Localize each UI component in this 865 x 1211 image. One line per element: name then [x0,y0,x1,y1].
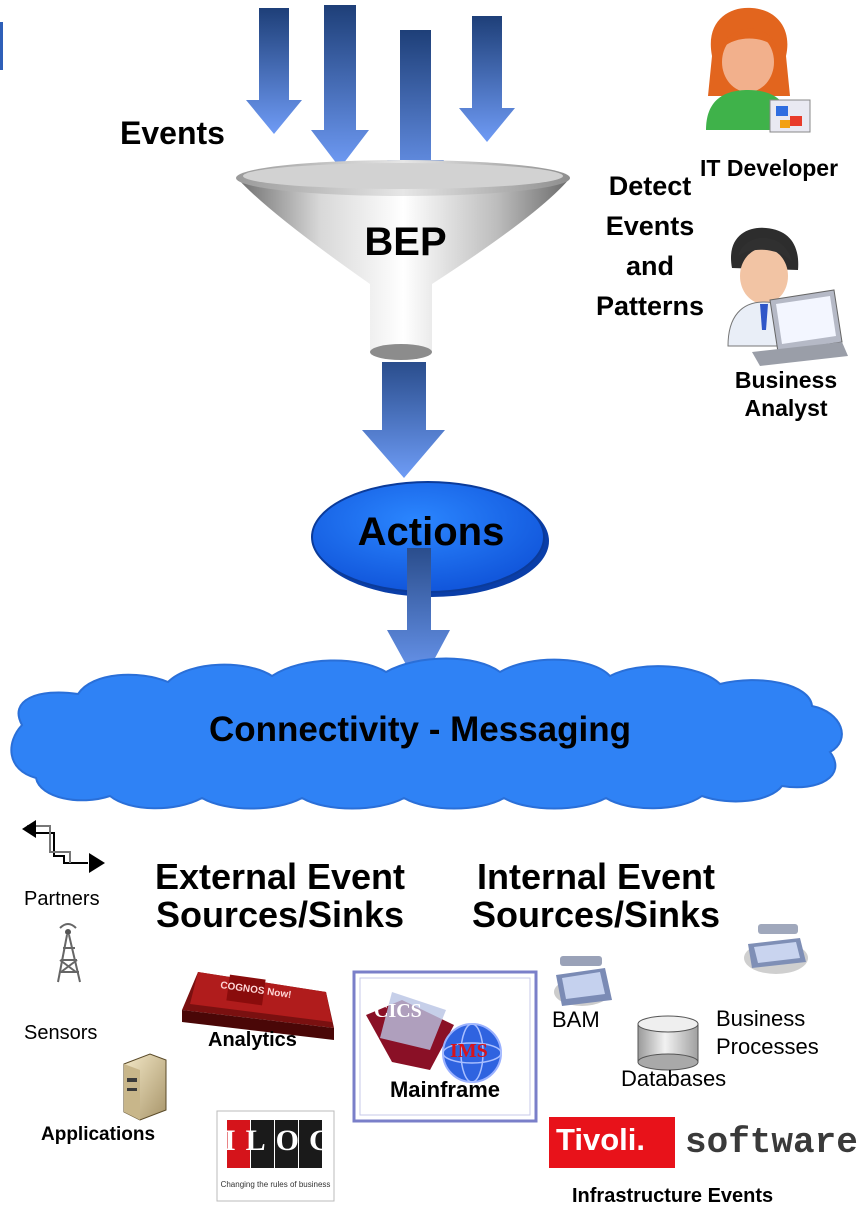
detect-events-label: Detect Events and Patterns [595,171,705,321]
business-analyst-avatar [727,227,848,366]
funnel-spout [370,344,432,360]
incoming-event-arrows [246,5,515,194]
it-developer-avatar [706,7,811,133]
partners-label: Partners [24,888,100,910]
event-arrow-2 [311,5,369,168]
partners-connector-icon [22,820,105,873]
event-arrow-3 [387,30,444,194]
business-analyst-label: Business Analyst [734,367,838,421]
tivoli-logo-box [549,1117,675,1168]
sensors-tower-icon [57,923,81,983]
arrow-to-connectivity [387,548,450,688]
cics-logo-text: CICS [374,1000,422,1022]
bam-monitor-icon [554,956,612,1006]
analytics-appliance-icon [182,972,334,1040]
ilog-tagline: Changing the rules of business [220,1180,331,1189]
ilog-logo-text: ILOG [224,1124,343,1157]
actions-label: Actions [357,510,505,554]
edge-mark [0,22,3,70]
mainframe-label: Mainframe [389,1077,501,1102]
event-arrow-4 [459,16,515,142]
bam-label: BAM [552,1007,600,1032]
funnel-body [237,178,570,357]
external-sources-label: External Event Sources/Sinks [154,856,406,935]
event-arrow-1 [246,8,302,134]
actions-node [311,481,549,597]
business-processes-icon [744,924,808,974]
connectivity-label: Connectivity - Messaging [208,710,632,749]
events-label: Events [120,115,225,151]
mainframe-box [352,970,538,1123]
databases-label: Databases [621,1066,727,1091]
arrow-to-actions [362,362,445,478]
bep-label: BEP [364,220,447,264]
it-developer-label: IT Developer [700,155,839,181]
connectivity-cloud [10,657,843,810]
applications-label: Applications [41,1124,156,1145]
sensors-label: Sensors [24,1022,98,1044]
infrastructure-events-label: Infrastructure Events [572,1185,774,1207]
software-logo-text: software [685,1122,858,1163]
applications-server-icon [123,1053,167,1121]
business-processes-label: Business Processes [716,1006,819,1059]
funnel-mouth [243,163,563,189]
ims-logo-text: IMS [450,1040,488,1062]
database-icon [637,1015,699,1071]
tivoli-logo-text: Tivoli. [556,1122,646,1157]
bep-funnel [236,160,570,360]
ilog-logo [216,1110,335,1202]
internal-sources-label: Internal Event Sources/Sinks [471,856,721,935]
analytics-label: Analytics [208,1029,297,1051]
